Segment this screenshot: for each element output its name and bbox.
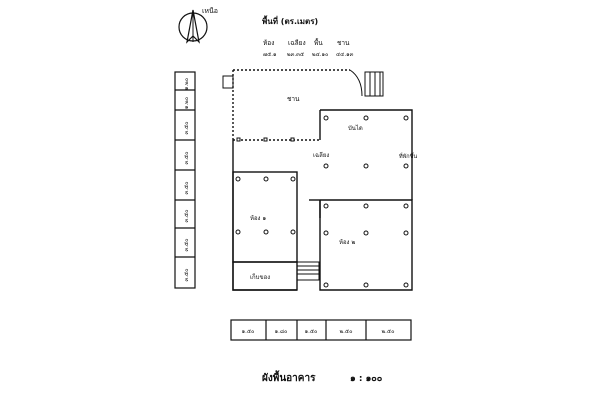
building-walls: [232, 69, 413, 291]
area-header-1: ห้อง: [263, 39, 274, 47]
vdim-4: ๓.๕๐: [184, 151, 190, 164]
area-header-3: พื้น: [314, 38, 323, 47]
area-header-4: ชาน: [337, 39, 350, 47]
vdim-3: ๓.๕๐: [184, 121, 190, 134]
north-label: เหนือ: [202, 7, 218, 15]
vertical-dimension-strip: [174, 71, 196, 289]
area-value-3: ๒๔.๑๐: [312, 52, 328, 58]
hdim-3: ๑.๕๐: [305, 329, 318, 335]
vdim-5: ๓.๕๐: [184, 181, 190, 194]
area-value-2: ๒๓.๓๕: [287, 52, 304, 58]
caption-scale: ๑ : ๑๐๐: [350, 374, 383, 384]
area-table-title: พื้นที่ (ตร.เมตร): [262, 15, 318, 26]
column-posts: [235, 115, 409, 288]
horizontal-dimension-strip: [230, 319, 412, 341]
stairs-icon: [296, 261, 320, 281]
hdim-4: ๒.๕๐: [340, 329, 353, 335]
area-value-1: ๗๕.๑: [263, 52, 277, 58]
room-label-balcony: บันได: [348, 124, 363, 132]
room-label-left: ห้อง ๑: [250, 215, 266, 222]
room-label-chan: ชาน: [287, 95, 300, 103]
left-small-stair-icon: [222, 75, 234, 89]
hdim-1: ๑.๕๐: [242, 329, 255, 335]
vdim-1: ๑.๒๐: [184, 78, 190, 90]
area-value-4: ๔๔.๑๓: [336, 52, 354, 58]
room-label-right: ห้อง ๒: [339, 239, 355, 246]
hdim-5: ๒.๕๐: [382, 329, 395, 335]
room-label-bench: ที่พักขึ้น: [399, 152, 418, 160]
vdim-7: ๓.๕๐: [184, 238, 190, 251]
top-stairs-icon: [349, 69, 384, 97]
vdim-6: ๓.๕๐: [184, 209, 190, 222]
area-header-2: เฉลียง: [288, 39, 306, 47]
room-label-corridor: เฉลียง: [313, 151, 329, 159]
vdim-2: ๑.๒๐: [184, 97, 190, 109]
north-arrow-icon: [178, 9, 208, 44]
room-label-storage: เก็บของ: [250, 272, 270, 281]
vdim-8: ๓.๕๐: [184, 268, 190, 281]
hdim-2: ๑.๘๐: [275, 329, 288, 335]
caption-title: ผังพื้นอาคาร: [262, 370, 316, 384]
